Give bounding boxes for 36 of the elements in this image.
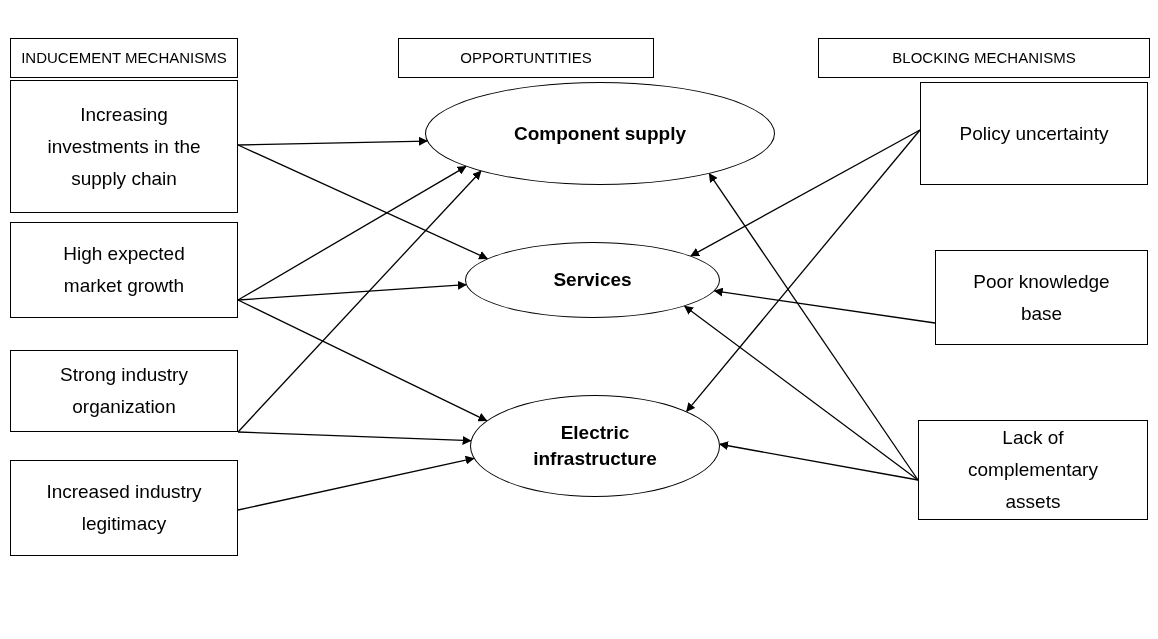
arrow [237,280,467,301]
header-box [818,38,1150,78]
header-box [10,38,238,78]
arrow [708,173,919,481]
arrow [237,136,428,146]
node-label: Strong industry organization [59,363,189,419]
arrow [237,170,482,433]
arrow [684,305,919,481]
node-label: INDUCEMENT MECHANISMS [21,47,227,68]
node-label: Component supply [513,121,687,146]
node-label: Policy uncertainty [959,121,1109,146]
arrow [237,165,467,301]
arrow [690,129,921,257]
factor-box [935,250,1148,345]
arrow [237,431,472,445]
arrow [713,287,936,324]
node-label: OPPORTUNTITIES [460,47,592,68]
node-label: Electric infrastructure [532,421,658,471]
factor-box [920,82,1148,185]
node-label: High expected market growth [62,242,186,298]
factor-box [10,460,238,556]
arrow [686,129,921,413]
factor-box [10,222,238,318]
factor-box [918,420,1148,520]
factor-box [10,80,238,213]
arrow [719,441,919,481]
node-label: Increased industry legitimacy [45,480,203,536]
node-label: Services [553,268,632,292]
arrow [237,299,488,422]
arrow [237,144,489,260]
node-label: Lack of complementary assets [967,426,1099,514]
header-box [398,38,654,78]
node-label: Poor knowledge base [972,269,1111,326]
node-label: Increasing investments in the supply chain [46,102,202,191]
node-label: BLOCKING MECHANISMS [892,47,1076,68]
factor-box [10,350,238,432]
